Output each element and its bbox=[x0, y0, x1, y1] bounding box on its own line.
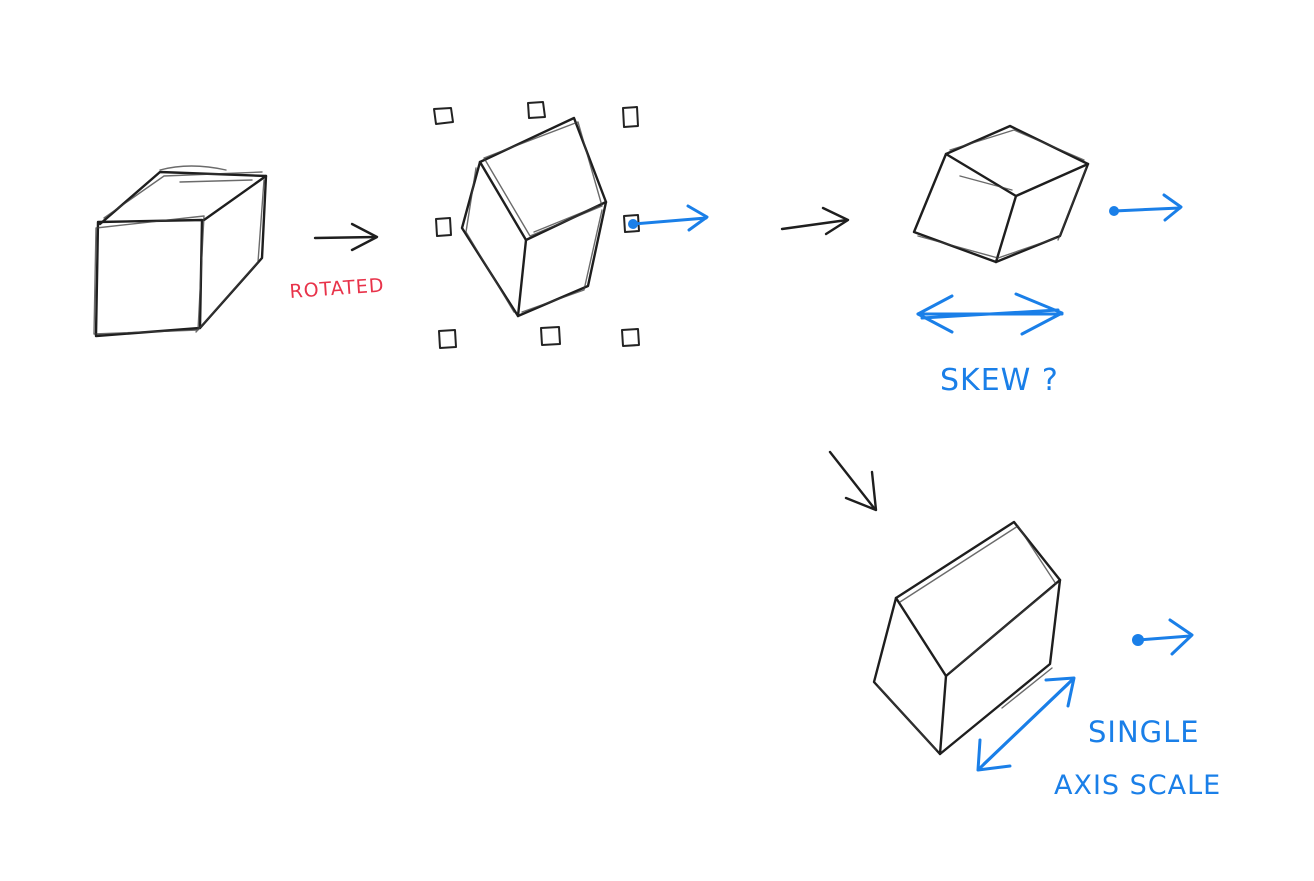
handle-middle-left-icon bbox=[435, 217, 452, 237]
handle-bottom-right-icon bbox=[621, 328, 640, 347]
selection-handles bbox=[433, 101, 640, 349]
skew-label: SKEW ? bbox=[940, 363, 1059, 398]
single-axis-label-line2: AXIS SCALE bbox=[1054, 770, 1221, 801]
cube-rotated bbox=[460, 116, 608, 318]
cube-scaled bbox=[872, 520, 1062, 756]
rotated-label: ROTATED bbox=[289, 274, 385, 303]
handle-top-right-icon bbox=[622, 106, 639, 128]
drag-arrow-scale bbox=[1132, 618, 1194, 656]
arrow-right-2 bbox=[780, 206, 850, 236]
arrow-diagonal-down bbox=[828, 450, 878, 512]
double-arrow-diagonal bbox=[976, 676, 1076, 772]
single-axis-label-line1: SINGLE bbox=[1088, 715, 1200, 749]
cube-skewed bbox=[912, 124, 1090, 264]
drag-arrow-skew bbox=[1109, 193, 1183, 222]
handle-middle-right-icon bbox=[623, 214, 640, 233]
drag-arrow-handle bbox=[628, 204, 709, 232]
handle-top-left-icon bbox=[433, 107, 454, 125]
cube-original bbox=[93, 165, 268, 338]
arrow-right-1 bbox=[313, 222, 379, 252]
handle-bottom-left-icon bbox=[438, 329, 457, 349]
double-arrow-horizontal bbox=[916, 292, 1064, 336]
handle-bottom-center-icon bbox=[540, 326, 561, 346]
handle-top-center-icon bbox=[527, 101, 546, 119]
